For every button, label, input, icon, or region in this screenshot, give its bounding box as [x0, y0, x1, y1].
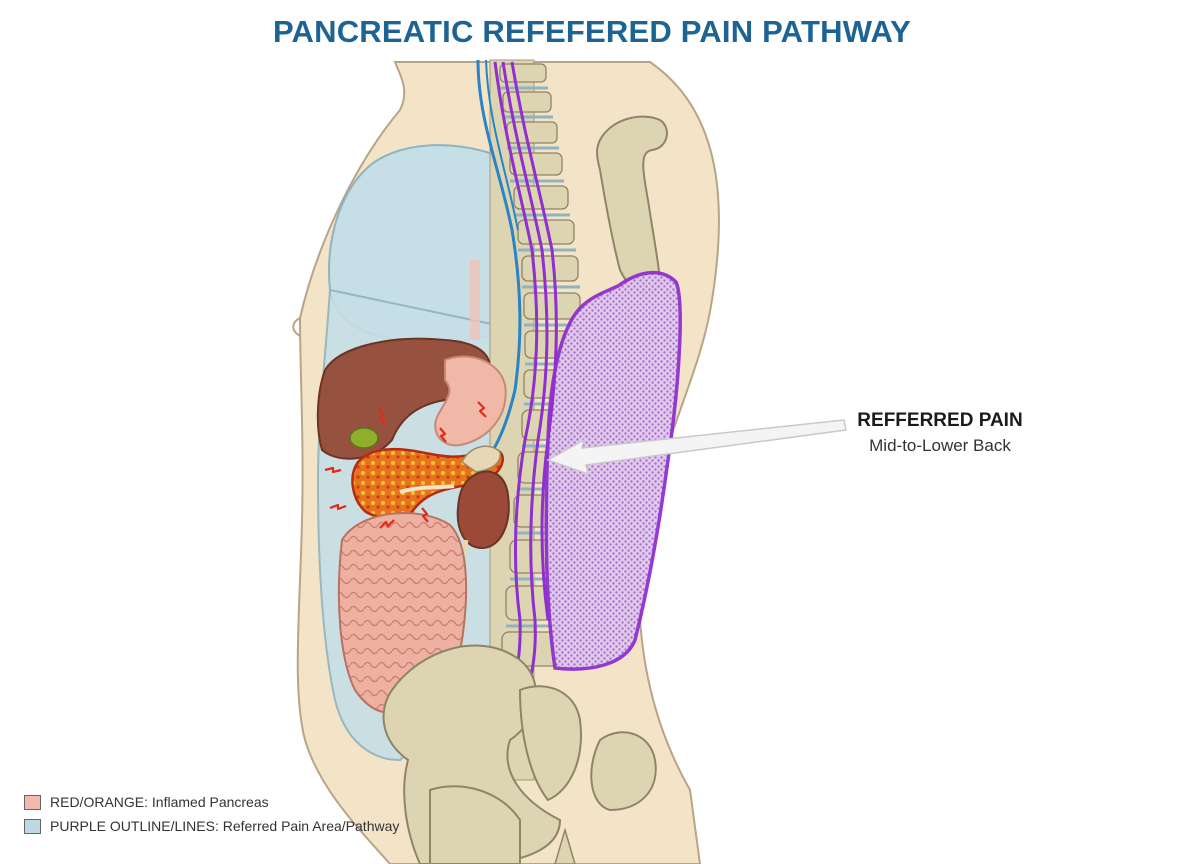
callout-subheading: Mid-to-Lower Back — [869, 436, 1011, 455]
pelvis — [382, 644, 562, 864]
legend-label-pancreas: RED/ORANGE: Inflamed Pancreas — [50, 794, 269, 810]
legend-item-pain-pathway: PURPLE OUTLINE/LINES: Referred Pain Area… — [24, 814, 399, 838]
referred-pain-area — [544, 270, 682, 671]
referred-pain-pathway — [479, 61, 558, 747]
legend-swatch-pancreas — [24, 794, 41, 810]
vagus-nerve-line — [476, 59, 522, 456]
callout-heading: REFFERRED PAIN — [857, 410, 1023, 431]
callout-arrow-icon — [546, 419, 847, 476]
kidney — [456, 470, 510, 550]
pain-lightning-icon — [324, 401, 487, 529]
scapula — [596, 115, 668, 294]
sacrum — [518, 685, 582, 802]
referred-pain-callout: REFFERRED PAIN Mid-to-Lower Back — [820, 410, 1060, 456]
legend-swatch-pain-pathway — [24, 818, 41, 834]
stomach — [434, 355, 507, 447]
page-title: PANCREATIC REFEFERED PAIN PATHWAY — [272, 14, 912, 49]
legend: RED/ORANGE: Inflamed Pancreas PURPLE OUT… — [24, 790, 399, 838]
legend-label-pain-pathway: PURPLE OUTLINE/LINES: Referred Pain Area… — [50, 818, 400, 834]
legend-item-pancreas: RED/ORANGE: Inflamed Pancreas — [24, 790, 399, 814]
gallbladder — [349, 427, 379, 449]
femur-head — [590, 731, 657, 812]
